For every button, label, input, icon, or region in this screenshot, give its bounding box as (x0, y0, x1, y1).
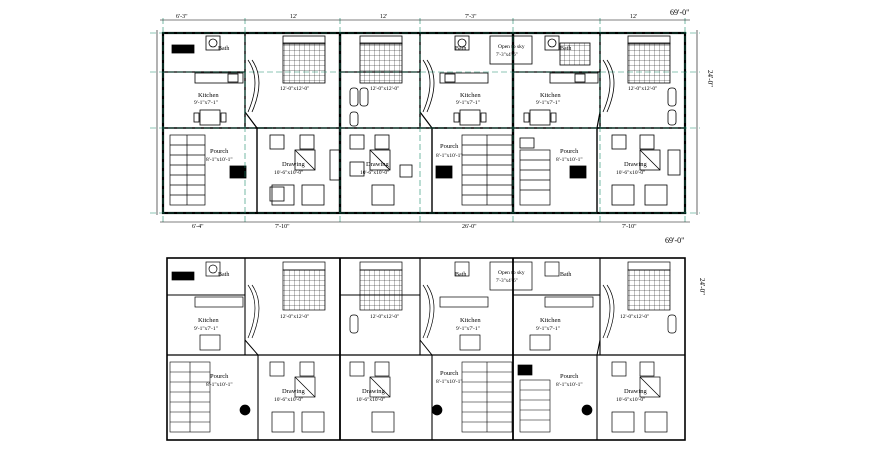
kitchen-dim-3: 9'-1"x7'-1" (536, 100, 560, 106)
bed-dim-b1: 12'-0"x12'-0" (280, 314, 309, 320)
top-dim-3: 12' (380, 14, 387, 20)
top-dim-4: 7'-3" (465, 14, 477, 20)
top-floor-plan (150, 18, 700, 225)
drawing-dim-b2: 10'-6"x10'-0" (356, 397, 385, 403)
drawing-label-3: Drawing (624, 161, 647, 168)
bed-dim-3: 12'-0"x12'-0" (628, 86, 657, 92)
overall-depth-top: 24'-0" (706, 70, 714, 87)
kitchen-dim-b2: 9'-1"x7'-1" (456, 326, 480, 332)
drawing-label-b2: Drawing (362, 388, 385, 395)
open-to-sky-label: Open to sky (498, 44, 525, 50)
bottom-plan-labels: 69'-0" 24'-0" Bath Bath Bath Open to sky… (194, 236, 706, 403)
open-to-sky-dim: 7'-3"x4'-6" (496, 53, 518, 58)
porch-dim-3: 8'-1"x10'-1" (556, 157, 583, 163)
kitchen-label-b3: Kitchen (540, 317, 561, 324)
bottom-floor-plan (166, 257, 686, 441)
kitchen-label-3: Kitchen (540, 92, 561, 99)
overall-width-bottom: 69'-0" (665, 236, 684, 245)
bottom-dim-2: 7'-10" (275, 224, 290, 230)
kitchen-label-b1: Kitchen (198, 317, 219, 324)
drawing-label-2: Drawing (366, 161, 389, 168)
porch-label-3: Pourch (560, 148, 579, 155)
porch-label-1: Pourch (210, 148, 229, 155)
porch-label-2: Pourch (440, 143, 459, 150)
bath-label-b1: Bath (218, 272, 229, 278)
bed-dim-b2: 12'-0"x12'-0" (370, 314, 399, 320)
kitchen-label-b2: Kitchen (460, 317, 481, 324)
bed-dim-1: 12'-0"x12'-0" (280, 86, 309, 92)
bed-dim-b3: 12'-0"x12'-0" (620, 314, 649, 320)
bottom-dim-4: 7'-10" (622, 224, 637, 230)
drawing-dim-3: 10'-6"x10'-0" (616, 170, 645, 176)
porch-dim-b3: 8'-1"x10'-1" (556, 382, 583, 388)
porch-label-b3: Pourch (560, 373, 579, 380)
overall-width-top: 69'-0" (670, 8, 689, 17)
porch-label-b2: Pourch (440, 370, 459, 377)
bath-label-3: Bath (560, 46, 571, 52)
drawing-label-1: Drawing (282, 161, 305, 168)
kitchen-label-2: Kitchen (460, 92, 481, 99)
drawing-dim-2: 10'-6"x10'-0" (360, 170, 389, 176)
drawing-label-b1: Drawing (282, 388, 305, 395)
top-dim-1: 6'-3" (176, 14, 188, 20)
drawing-label-b3: Drawing (624, 388, 647, 395)
kitchen-label-1: Kitchen (198, 92, 219, 99)
porch-dim-2: 8'-1"x10'-1" (436, 153, 463, 159)
bath-label-b2: Bath (455, 272, 466, 278)
porch-dim-b2: 8'-1"x10'-1" (436, 379, 463, 385)
top-plan-labels: 69'-0" 24'-0" 6'-3" 12' 12' 7'-3" 12' 6'… (176, 8, 714, 230)
bath-label-1: Bath (218, 46, 229, 52)
porch-dim-b1: 8'-1"x10'-1" (206, 382, 233, 388)
open-to-sky-label-b: Open to sky (498, 270, 525, 276)
bed-dim-2: 12'-0"x12'-0" (370, 86, 399, 92)
top-dim-2: 12' (290, 14, 297, 20)
bottom-dim-3: 26'-0" (462, 224, 477, 230)
top-dim-5: 12' (630, 14, 637, 20)
bath-label-b3: Bath (560, 272, 571, 278)
drawing-dim-b1: 10'-6"x10'-0" (274, 397, 303, 403)
drawing-dim-b3: 10'-6"x10'-0" (616, 397, 645, 403)
kitchen-dim-2: 9'-1"x7'-1" (456, 100, 480, 106)
overall-depth-bottom: 24'-0" (698, 278, 706, 295)
drawing-dim-1: 10'-6"x10'-0" (274, 170, 303, 176)
bath-label-2: Bath (455, 46, 466, 52)
open-to-sky-dim-b: 7'-3"x4'-6" (496, 279, 518, 284)
kitchen-dim-1: 9'-1"x7'-1" (194, 100, 218, 106)
bottom-dim-1: 6'-4" (192, 224, 204, 230)
porch-label-b1: Pourch (210, 373, 229, 380)
kitchen-dim-b3: 9'-1"x7'-1" (536, 326, 560, 332)
porch-dim-1: 8'-1"x10'-1" (206, 157, 233, 163)
kitchen-dim-b1: 9'-1"x7'-1" (194, 326, 218, 332)
